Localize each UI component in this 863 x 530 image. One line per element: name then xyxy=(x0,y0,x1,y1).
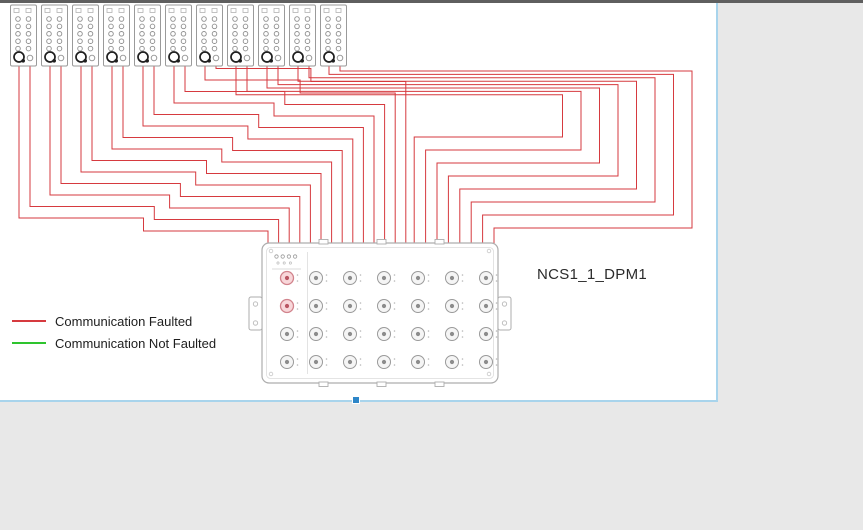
module-connector xyxy=(230,51,242,63)
io-module[interactable] xyxy=(134,4,161,67)
wire-communication-faulted xyxy=(49,66,290,244)
legend-label-not-faulted: Communication Not Faulted xyxy=(55,335,217,351)
wire-communication-faulted xyxy=(142,66,354,244)
wire-communication-faulted xyxy=(266,66,600,244)
wire-communication-faulted xyxy=(122,66,343,244)
wire-communication-faulted xyxy=(204,66,396,244)
wire-communication-faulted xyxy=(153,66,364,244)
selection-handle[interactable] xyxy=(352,396,360,404)
wire-communication-faulted xyxy=(173,66,375,244)
wire-communication-faulted xyxy=(80,66,311,244)
wire-communication-faulted xyxy=(184,66,386,244)
module-connector xyxy=(168,51,180,63)
wire-communication-faulted xyxy=(246,66,582,244)
wire-communication-faulted xyxy=(339,66,693,244)
legend-line-ok-icon xyxy=(12,342,46,344)
legend-line-faulted-icon xyxy=(12,320,46,322)
module-connector xyxy=(106,51,118,63)
io-module[interactable] xyxy=(165,4,192,67)
diagram-canvas[interactable]: NCS1_1_DPM1 Communication Faulted Commun… xyxy=(0,0,718,404)
mounting-ear-right xyxy=(497,296,512,331)
wire-communication-faulted xyxy=(111,66,333,244)
module-connector xyxy=(323,51,335,63)
io-module[interactable] xyxy=(227,4,254,67)
dpm-status-led xyxy=(274,254,279,259)
io-module[interactable] xyxy=(196,4,223,67)
network-diagram xyxy=(10,4,693,387)
io-module[interactable] xyxy=(320,4,347,67)
wire-communication-faulted xyxy=(60,66,301,244)
io-module[interactable] xyxy=(103,4,130,67)
module-connector xyxy=(44,51,56,63)
io-module[interactable] xyxy=(10,4,37,67)
dpm-device[interactable] xyxy=(248,239,512,387)
module-connector xyxy=(75,51,87,63)
io-module[interactable] xyxy=(41,4,68,67)
wire-communication-faulted xyxy=(91,66,322,244)
wire-communication-faulted xyxy=(277,66,619,244)
legend: Communication Faulted Communication Not … xyxy=(12,310,216,354)
io-module[interactable] xyxy=(289,4,316,67)
module-connector xyxy=(199,51,211,63)
module-connector xyxy=(13,51,25,63)
dpm-status-led xyxy=(280,254,285,259)
module-connector xyxy=(261,51,273,63)
wire-communication-faulted xyxy=(29,66,280,244)
wire-communication-faulted xyxy=(297,66,637,244)
wire-communication-faulted xyxy=(328,66,674,244)
dpm-status-led xyxy=(292,254,298,259)
module-connector xyxy=(137,51,149,63)
legend-label-faulted: Communication Faulted xyxy=(55,313,193,329)
wire-communication-faulted xyxy=(308,66,656,244)
mounting-ear-left xyxy=(248,296,263,331)
dpm-status-led xyxy=(286,254,291,259)
wire-communication-faulted xyxy=(215,66,407,244)
wire-communication-faulted xyxy=(18,66,269,244)
device-label: NCS1_1_DPM1 xyxy=(537,266,648,283)
legend-item-faulted: Communication Faulted xyxy=(12,310,216,332)
io-module[interactable] xyxy=(258,4,285,67)
module-connector xyxy=(292,51,304,63)
wires xyxy=(18,66,693,244)
window-edge xyxy=(0,0,863,3)
wire-communication-faulted xyxy=(235,66,563,244)
legend-item-not-faulted: Communication Not Faulted xyxy=(12,332,216,354)
io-module[interactable] xyxy=(72,4,99,67)
